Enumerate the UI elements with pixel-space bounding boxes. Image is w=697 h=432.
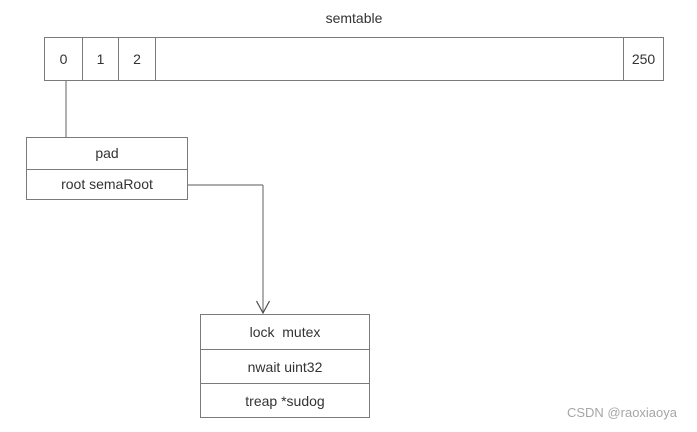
semtable-cell-2: 2 <box>119 38 156 80</box>
struct-row-lock-mutex: lock mutex <box>249 324 321 340</box>
struct-row-root-semaroot: root semaRoot <box>27 168 187 200</box>
struct-row-pad: pad <box>95 145 119 162</box>
semtable-title: semtable <box>325 10 383 26</box>
arrowhead-down-icon <box>255 300 271 315</box>
watermark: CSDN @raoxiaoya <box>566 405 677 420</box>
struct-row-treap-sudog: treap *sudog <box>201 383 369 417</box>
struct-row-nwait-uint32: nwait uint32 <box>201 349 369 383</box>
semtable-cell-1: 1 <box>83 38 119 80</box>
sem-struct-box: pad root semaRoot <box>26 137 188 200</box>
semtable-cell-ellipsis <box>156 38 624 80</box>
semaroot-struct-box: lock mutex nwait uint32 treap *sudog <box>200 314 370 418</box>
semtable-cell-250: 250 <box>631 51 656 67</box>
semtable-cell-0: 0 <box>45 38 83 80</box>
semtable-array: 0 1 2 250 <box>44 37 664 81</box>
